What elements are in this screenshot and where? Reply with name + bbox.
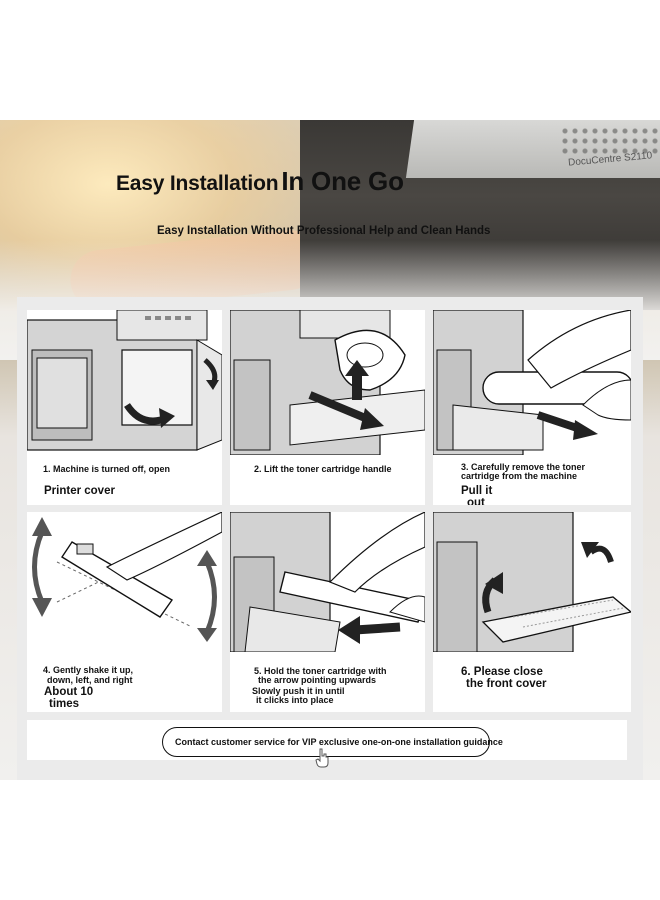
step-3-card: 3. Carefully remove the toner cartridge … [433,310,631,505]
step-4-caption-line-1: 4. Gently shake it up, [43,665,134,675]
page-subtitle: Easy Installation Without Professional H… [157,225,491,237]
step-5-caption-line-4: it clicks into place [256,695,334,705]
hand-cursor-icon [315,748,329,768]
contact-button-label: Contact customer service for VIP exclusi… [175,737,503,747]
step-4-card: 4. Gently shake it up, down, left, and r… [27,512,222,712]
step-5-caption-line-2: the arrow pointing upwards [258,675,377,685]
step-4-caption-line-4: times [49,698,80,710]
top-margin [0,0,660,120]
step-6-caption-line-1: 6. Please close [461,666,543,678]
step-4-caption-line-2: down, left, and right [47,675,133,685]
step-1-card: 1. Machine is turned off, open Printer c… [27,310,222,505]
step-2-card: 2. Lift the toner cartridge handle [230,310,425,505]
step-4-illustration [27,512,222,652]
step-4-caption-line-3: About 10 [44,686,94,698]
bottom-margin [0,780,660,900]
step-2-caption-line-1: 2. Lift the toner cartridge handle [254,464,392,474]
step-1-caption-line-1: 1. Machine is turned off, open [43,464,171,474]
step-2-illustration [230,310,425,455]
step-3-caption-line-4: out [467,497,485,505]
step-6-illustration [433,512,631,652]
hero-printer-keypad [560,126,660,156]
step-5-illustration [230,512,425,652]
step-1-caption-line-2: Printer cover [44,485,115,497]
step-3-caption-line-3: Pull it [461,485,493,497]
step-5-card: 5. Hold the toner cartridge with the arr… [230,512,425,712]
step-6-caption-line-2: the front cover [466,678,547,690]
step-3-caption-line-2: cartridge from the machine [461,471,578,481]
step-3-illustration [433,310,631,455]
step-3-caption-line-1: 3. Carefully remove the toner [461,462,586,472]
step-6-card: 6. Please close the front cover [433,512,631,712]
step-1-illustration [27,310,222,455]
step-5-caption-line-3: Slowly push it in until [252,686,345,696]
title-part-2: In One Go [281,166,404,196]
title-part-1: Easy Installation [116,172,279,195]
step-5-caption-line-1: 5. Hold the toner cartridge with [254,666,387,676]
